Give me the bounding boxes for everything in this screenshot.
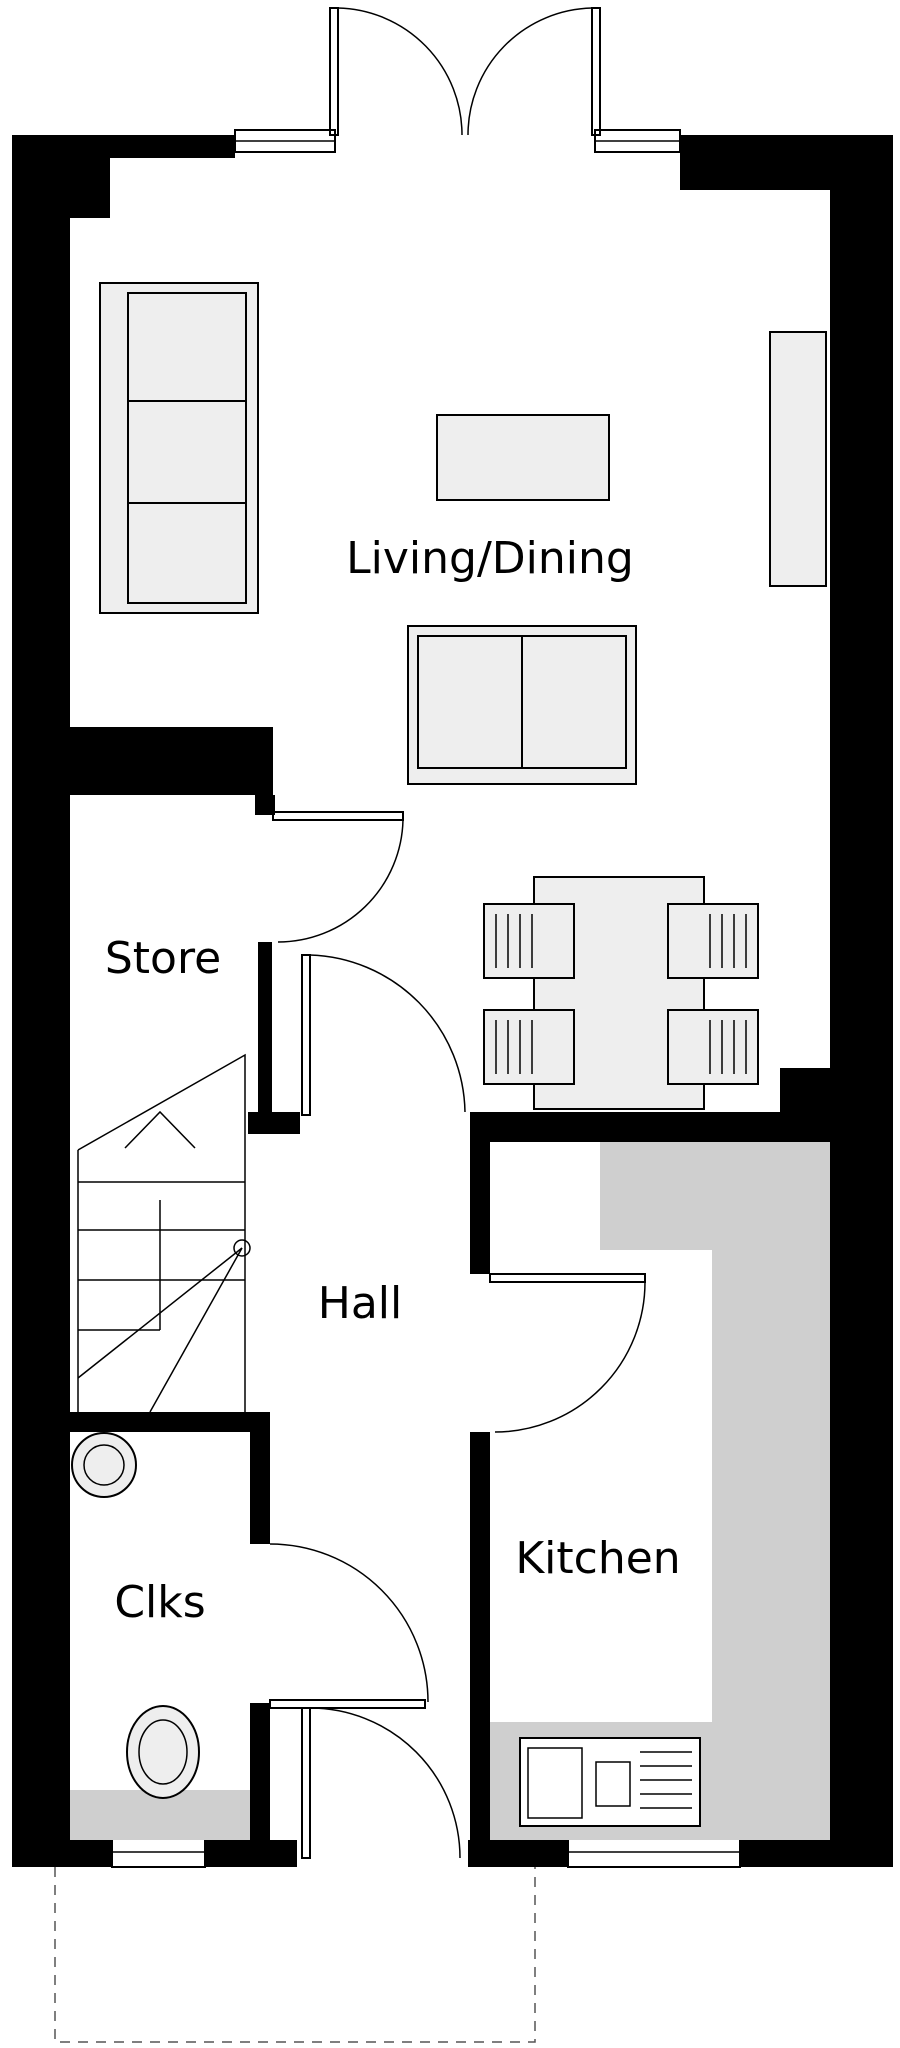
kitchen-left-upper [470,1112,490,1274]
coffee-table [436,414,610,501]
stairs-bottom-wall [70,1412,270,1426]
wash-basin [71,1432,137,1498]
internal-walls [70,727,830,1840]
bottom-wall-mid-right [468,1840,568,1867]
doors [269,7,646,1859]
label-living-dining: Living/Dining [346,533,634,584]
store-door-leaf [272,811,404,821]
store-right-upper [255,795,275,815]
label-clks: Clks [114,1577,205,1628]
dining-chair-3 [483,1009,575,1085]
entrance-canopy [54,1867,536,2043]
clks-door-stop [269,1699,426,1709]
french-door-right [591,7,601,136]
bottom-wall-mid-left [205,1840,297,1867]
tv-unit [769,331,827,587]
outer-walls [12,135,893,1867]
windows [111,129,741,1868]
french-door-left [329,7,339,136]
kitchen-top-wall [470,1112,830,1142]
room-labels: Living/Dining Store Hall Clks Kitchen [105,533,681,1628]
label-store: Store [105,933,221,984]
kitchen-worktop [490,1142,830,1840]
store-right-wall [258,942,272,1112]
clks-right-upper [250,1412,270,1544]
dining-chair-4 [667,1009,759,1085]
dining-chair-2 [667,903,759,979]
hall-door-leaf [301,954,311,1116]
kitchen-left-lower [470,1432,490,1840]
store-hall-stub [248,1112,300,1134]
label-kitchen: Kitchen [515,1533,680,1584]
kitchen-sink [519,1737,701,1827]
toilet [126,1705,200,1799]
bottom-wall-left [12,1840,112,1867]
dining-corner-wall [780,1068,830,1142]
living-furniture [99,282,827,1110]
staircase [77,1053,251,1413]
kitchen-door-leaf [489,1273,646,1283]
clks-right-lower [250,1703,270,1840]
top-wall-right [680,135,893,1867]
dining-chair-1 [483,903,575,979]
front-door-leaf [301,1707,311,1859]
top-wall-left [12,135,235,1867]
label-hall: Hall [318,1278,403,1329]
clks-fittings [70,1432,250,1840]
bottom-wall-right [740,1840,893,1867]
store-top-wall [70,727,273,795]
